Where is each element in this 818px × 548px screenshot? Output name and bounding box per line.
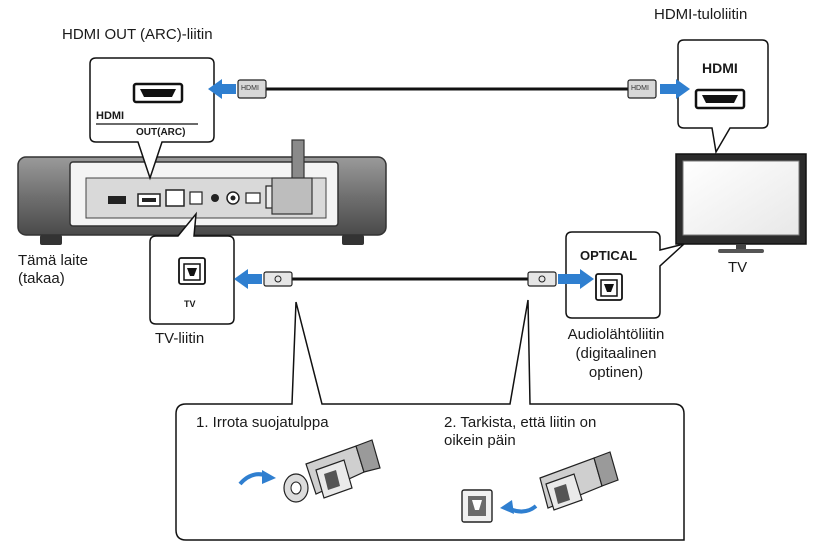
this-unit-label-line2: (takaa) xyxy=(18,270,65,287)
audio-output-label-line1: Audiolähtöliitin xyxy=(567,326,665,343)
tv-hdmi-port-label: HDMI xyxy=(702,60,738,76)
tv-hdmi-callout xyxy=(677,39,769,155)
tv-optical-callout xyxy=(149,211,235,325)
optical-cable xyxy=(234,269,594,289)
hdmi-plug-right-label: HDMI xyxy=(631,85,649,92)
hdmi-plug-left-label: HDMI xyxy=(241,85,259,92)
tv-optical-port-label: TV xyxy=(184,299,196,309)
optical-port-label: OPTICAL xyxy=(580,248,638,263)
tv-connector-label: TV-liitin xyxy=(155,330,205,347)
soundbar-unit xyxy=(17,139,387,245)
hdmi-out-port-label: HDMI xyxy=(96,110,125,122)
out-arc-port-label: OUT(ARC) xyxy=(136,127,186,138)
step-2-text: 2. Tarkista, että liitin on oikein päin xyxy=(444,414,597,449)
optical-callout xyxy=(565,231,685,319)
audio-output-label-line3: optinen) xyxy=(588,364,644,381)
audio-output-label-line2: (digitaalinen xyxy=(575,345,657,362)
step1-illustration xyxy=(238,439,381,503)
this-unit-label-line1: Tämä laite xyxy=(18,252,89,269)
step2-illustration xyxy=(461,451,619,523)
hdmi-out-arc-label: HDMI OUT (ARC)-liitin xyxy=(62,26,213,43)
hdmi-out-callout xyxy=(89,57,215,181)
hdmi-input-label: HDMI-tuloliitin xyxy=(654,6,748,23)
step-1-text: 1. Irrota suojatulppa xyxy=(196,414,329,431)
tv-label: TV xyxy=(728,259,748,276)
hdmi-cable xyxy=(208,79,690,99)
tv-set xyxy=(675,153,807,253)
